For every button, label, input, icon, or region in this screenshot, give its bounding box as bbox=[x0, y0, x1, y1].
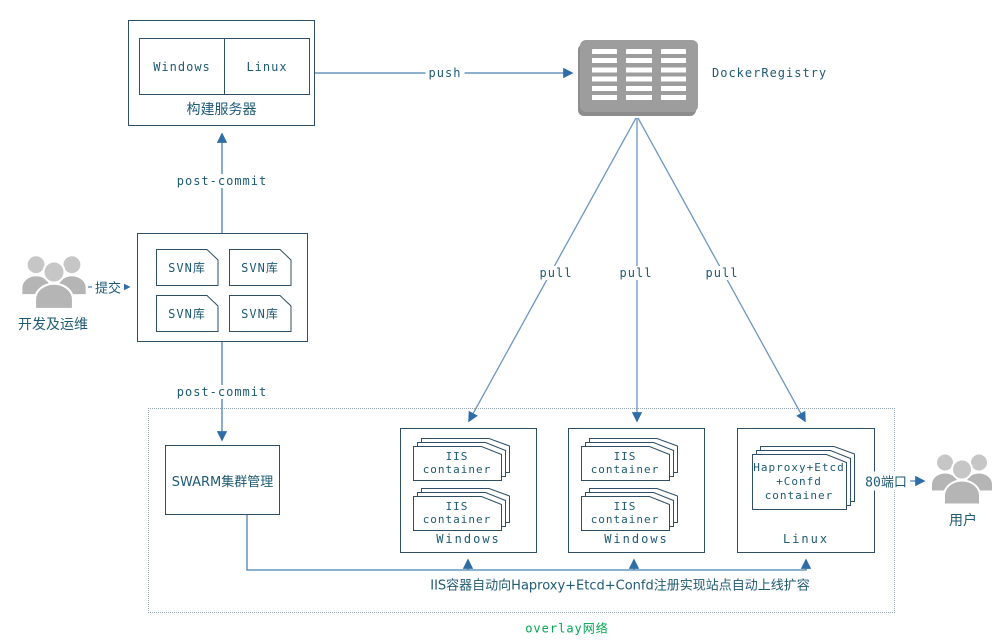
iis-container-stack bbox=[413, 438, 510, 481]
svn-card bbox=[229, 295, 292, 332]
svn-card-label: SVN库 bbox=[241, 307, 279, 321]
iis-card-line2: container bbox=[422, 463, 492, 476]
iis-card-line1: IIS bbox=[445, 450, 469, 463]
pull-label: pull bbox=[536, 266, 576, 280]
iis-container-stack bbox=[581, 438, 678, 481]
node3-os-label: Linux bbox=[782, 532, 830, 546]
users-icon bbox=[930, 452, 994, 506]
iis-card-line2: container bbox=[422, 513, 492, 526]
swarm-manager-box: SWARM集群管理 bbox=[165, 445, 280, 515]
node2-os-label: Windows bbox=[604, 532, 669, 546]
iis-card-line1: IIS bbox=[445, 500, 469, 513]
build-linux-label: Linux bbox=[246, 59, 288, 74]
svn-card bbox=[156, 249, 219, 286]
node1-os-label: Windows bbox=[436, 532, 501, 546]
iis-container-stack bbox=[413, 488, 510, 531]
svn-box: SVN库 SVN库 SVN库 SVN库 bbox=[137, 233, 308, 342]
build-linux-box: Linux bbox=[224, 38, 310, 95]
post-commit-bottom-label: post-commit bbox=[173, 385, 271, 399]
haproxy-card-line3: container bbox=[764, 488, 834, 502]
build-server-box: Windows Linux 构建服务器 bbox=[128, 20, 315, 126]
node-windows-1: IIS container IIS container Windows bbox=[400, 428, 537, 553]
overlay-network-label: overlay网络 bbox=[525, 621, 609, 636]
build-server-label: 构建服务器 bbox=[186, 102, 257, 118]
dev-group-icon bbox=[20, 254, 88, 310]
iis-card-line2: container bbox=[590, 463, 660, 476]
iis-card-line2: container bbox=[590, 513, 660, 526]
docker-registry-label: DockerRegistry bbox=[712, 66, 828, 80]
haproxy-card-line1: Haproxy+Etcd bbox=[753, 460, 845, 474]
pull-label: pull bbox=[616, 266, 656, 280]
registry-slats-column bbox=[592, 49, 618, 103]
iis-container-stack bbox=[581, 488, 678, 531]
build-windows-box: Windows bbox=[139, 38, 225, 95]
svn-card-label: SVN库 bbox=[168, 261, 206, 275]
node-linux: Haproxy+Etcd +Confd container Linux bbox=[737, 428, 875, 553]
svn-card bbox=[156, 295, 219, 332]
post-commit-top-label: post-commit bbox=[173, 174, 271, 188]
iis-card-line1: IIS bbox=[613, 500, 637, 513]
iis-card-line1: IIS bbox=[613, 450, 637, 463]
port-80-label: 80端口 bbox=[862, 471, 910, 491]
users-label: 用户 bbox=[946, 510, 980, 530]
docker-registry-icon bbox=[580, 40, 698, 112]
node-windows-2: IIS container IIS container Windows bbox=[568, 428, 705, 553]
haproxy-card-line2: +Confd bbox=[776, 474, 822, 488]
auto-register-annotation: IIS容器自动向Haproxy+Etcd+Confd注册实现站点自动上线扩容 bbox=[430, 578, 810, 594]
svn-card-label: SVN库 bbox=[168, 307, 206, 321]
pull-label: pull bbox=[702, 266, 742, 280]
registry-slats-column bbox=[626, 49, 652, 103]
svn-card-label: SVN库 bbox=[241, 261, 279, 275]
dev-group-label: 开发及运维 bbox=[15, 314, 91, 334]
svn-card bbox=[229, 249, 292, 286]
haproxy-container-stack bbox=[752, 446, 855, 510]
push-label: push bbox=[425, 66, 465, 80]
submit-label: 提交 bbox=[91, 277, 125, 297]
registry-slats-column bbox=[660, 49, 686, 103]
swarm-manager-label: SWARM集群管理 bbox=[171, 474, 274, 490]
build-windows-label: Windows bbox=[153, 59, 211, 74]
